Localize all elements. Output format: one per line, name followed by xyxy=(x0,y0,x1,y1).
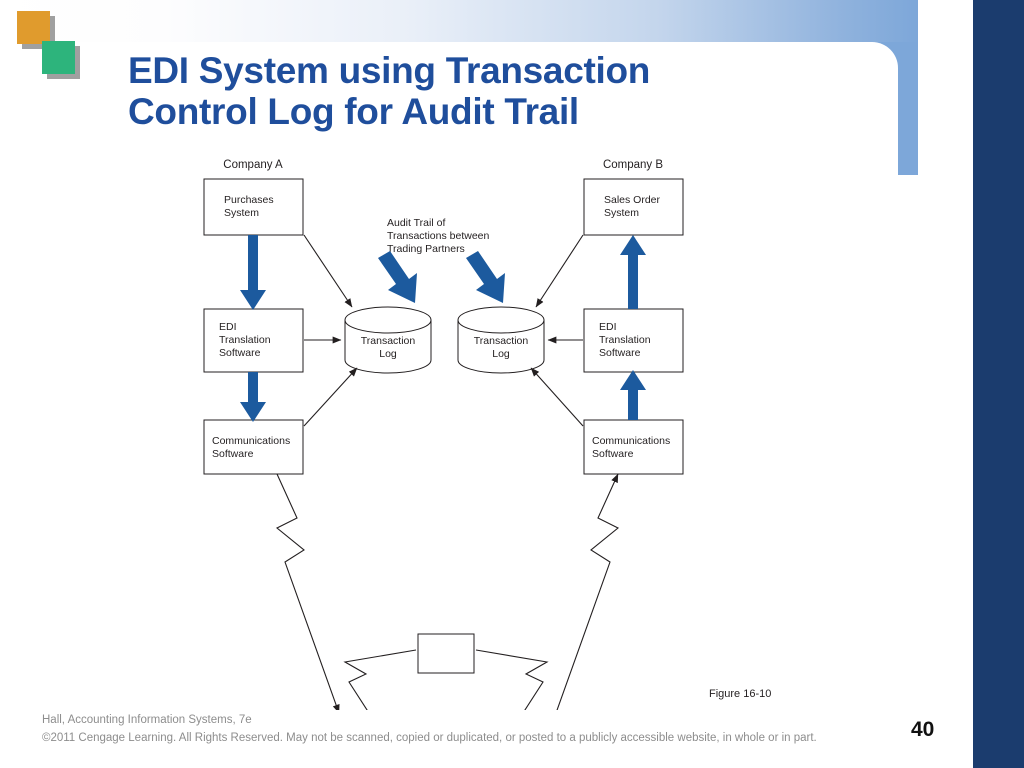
audit-trail-annotation-line-3: Trading Partners xyxy=(387,243,465,255)
box-edi-translation-software-b: EDI Translation Software xyxy=(583,308,684,373)
footer-line-1: Hall, Accounting Information Systems, 7e xyxy=(42,714,252,726)
edi-diagram: Company A Company B Audit Trail of Trans… xyxy=(0,150,960,710)
box-sales-order-line-2: System xyxy=(604,207,639,219)
box-edi-a-line-2: Translation xyxy=(219,334,271,346)
box-edi-translation-software-a: EDI Translation Software xyxy=(203,308,304,373)
zigzag-mailbox-b-to-comm-b xyxy=(556,473,620,710)
right-navy-strip xyxy=(973,0,1024,768)
box-purchases-system-line-2: System xyxy=(224,207,259,219)
page-title-line-2: Control Log for Audit Trail xyxy=(128,91,579,133)
van-zigzag-links xyxy=(275,473,620,710)
box-edi-b-line-1: EDI xyxy=(599,321,617,333)
connector-arrows-log-a xyxy=(303,234,358,427)
zigzag-comm-a-to-mailbox-a xyxy=(275,473,340,710)
datastore-a-line-1: Transaction xyxy=(361,335,416,347)
datastore-transaction-log-a: Transaction Log xyxy=(344,306,432,374)
arrow-purchases-to-log-a xyxy=(303,234,353,308)
decorative-green-square xyxy=(42,41,75,74)
decorative-orange-square xyxy=(17,11,50,44)
arrow-comm-b-to-log-b xyxy=(530,367,584,427)
heading-company-a: Company A xyxy=(223,159,283,171)
box-communications-software-a: Communications Software xyxy=(203,419,304,475)
connector-arrows-log-b xyxy=(530,234,584,427)
blue-flow-arrows-company-a xyxy=(240,235,266,422)
box-comm-b-line-1: Communications xyxy=(592,435,670,447)
footer-credits: Hall, Accounting Information Systems, 7e… xyxy=(42,712,817,748)
page-title-line-1: EDI System using Transaction xyxy=(128,50,651,91)
header-gradient-band xyxy=(0,0,918,42)
datastore-b-line-1: Transaction xyxy=(474,335,529,347)
box-communications-software-b: Communications Software xyxy=(583,419,684,475)
blue-flow-arrows-company-b xyxy=(620,235,646,420)
box-sales-order-line-1: Sales Order xyxy=(604,194,661,206)
box-sales-order-system: Sales Order System xyxy=(583,178,684,236)
box-comm-a-line-2: Software xyxy=(212,448,254,460)
datastore-b-line-2: Log xyxy=(492,348,510,360)
box-comm-a-line-1: Communications xyxy=(212,435,290,447)
audit-trail-annotation-line-2: Transactions between xyxy=(387,230,489,242)
audit-trail-annotation-line-1: Audit Trail of xyxy=(387,217,445,229)
blue-audit-trail-arrows xyxy=(378,251,505,303)
box-purchases-system-line-1: Purchases xyxy=(224,194,274,206)
heading-company-b: Company B xyxy=(603,159,663,171)
footer-line-2: ©2011 Cengage Learning. All Rights Reser… xyxy=(42,731,817,744)
zigzag-mailbox-a-to-van-top xyxy=(343,649,417,710)
box-comm-b-line-2: Software xyxy=(592,448,634,460)
figure-label: Figure 16-10 xyxy=(709,688,772,700)
arrow-comm-a-to-log-a xyxy=(303,367,358,427)
box-edi-b-line-3: Software xyxy=(599,347,641,359)
arrow-sales-order-to-log-b xyxy=(535,234,584,308)
datastore-a-line-2: Log xyxy=(379,348,397,360)
van-node-top xyxy=(417,633,475,674)
zigzag-van-top-to-mailbox-b xyxy=(475,649,549,710)
datastore-transaction-log-b: Transaction Log xyxy=(457,306,545,374)
box-edi-a-line-3: Software xyxy=(219,347,261,359)
page-number: 40 xyxy=(911,718,935,741)
box-purchases-system: Purchases System xyxy=(203,178,304,236)
right-white-gap xyxy=(960,0,973,768)
page-title: EDI System using Transaction Control Log… xyxy=(128,50,828,133)
header-white-notch xyxy=(0,42,898,176)
box-edi-b-line-2: Translation xyxy=(599,334,651,346)
box-edi-a-line-1: EDI xyxy=(219,321,237,333)
